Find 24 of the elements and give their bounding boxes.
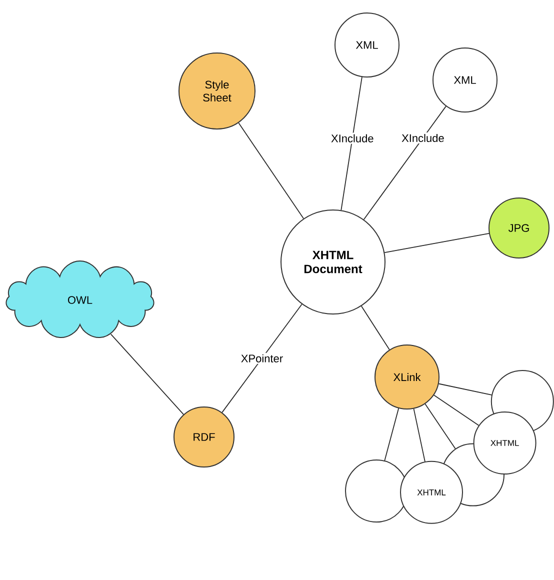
circle-node: XHTML xyxy=(473,412,536,474)
circle-node: XHTML Document xyxy=(280,210,386,314)
connector-line xyxy=(438,383,492,396)
edge-label: XInclude xyxy=(329,132,376,144)
connector-line xyxy=(238,122,304,219)
connector-line xyxy=(340,76,362,211)
circle-node: XML xyxy=(432,48,498,112)
circle-node: Style Sheet xyxy=(178,52,256,130)
connector-line xyxy=(384,408,400,462)
connector-line xyxy=(424,404,456,450)
connector-line xyxy=(413,408,426,462)
connector-line xyxy=(360,306,390,350)
connector-line xyxy=(384,233,490,253)
circle-node: RDF xyxy=(174,406,234,468)
edge-label: XInclude xyxy=(400,132,446,144)
circle-node: JPG xyxy=(488,198,550,258)
connector-line xyxy=(222,304,302,413)
connector-line xyxy=(363,106,446,220)
circle-node: XML xyxy=(334,12,400,78)
connector-line xyxy=(110,334,184,415)
connector-line xyxy=(434,394,480,426)
circle-node: XHTML xyxy=(400,460,463,524)
edge-label: XPointer xyxy=(239,352,285,364)
circle-node: XLink xyxy=(374,344,440,410)
